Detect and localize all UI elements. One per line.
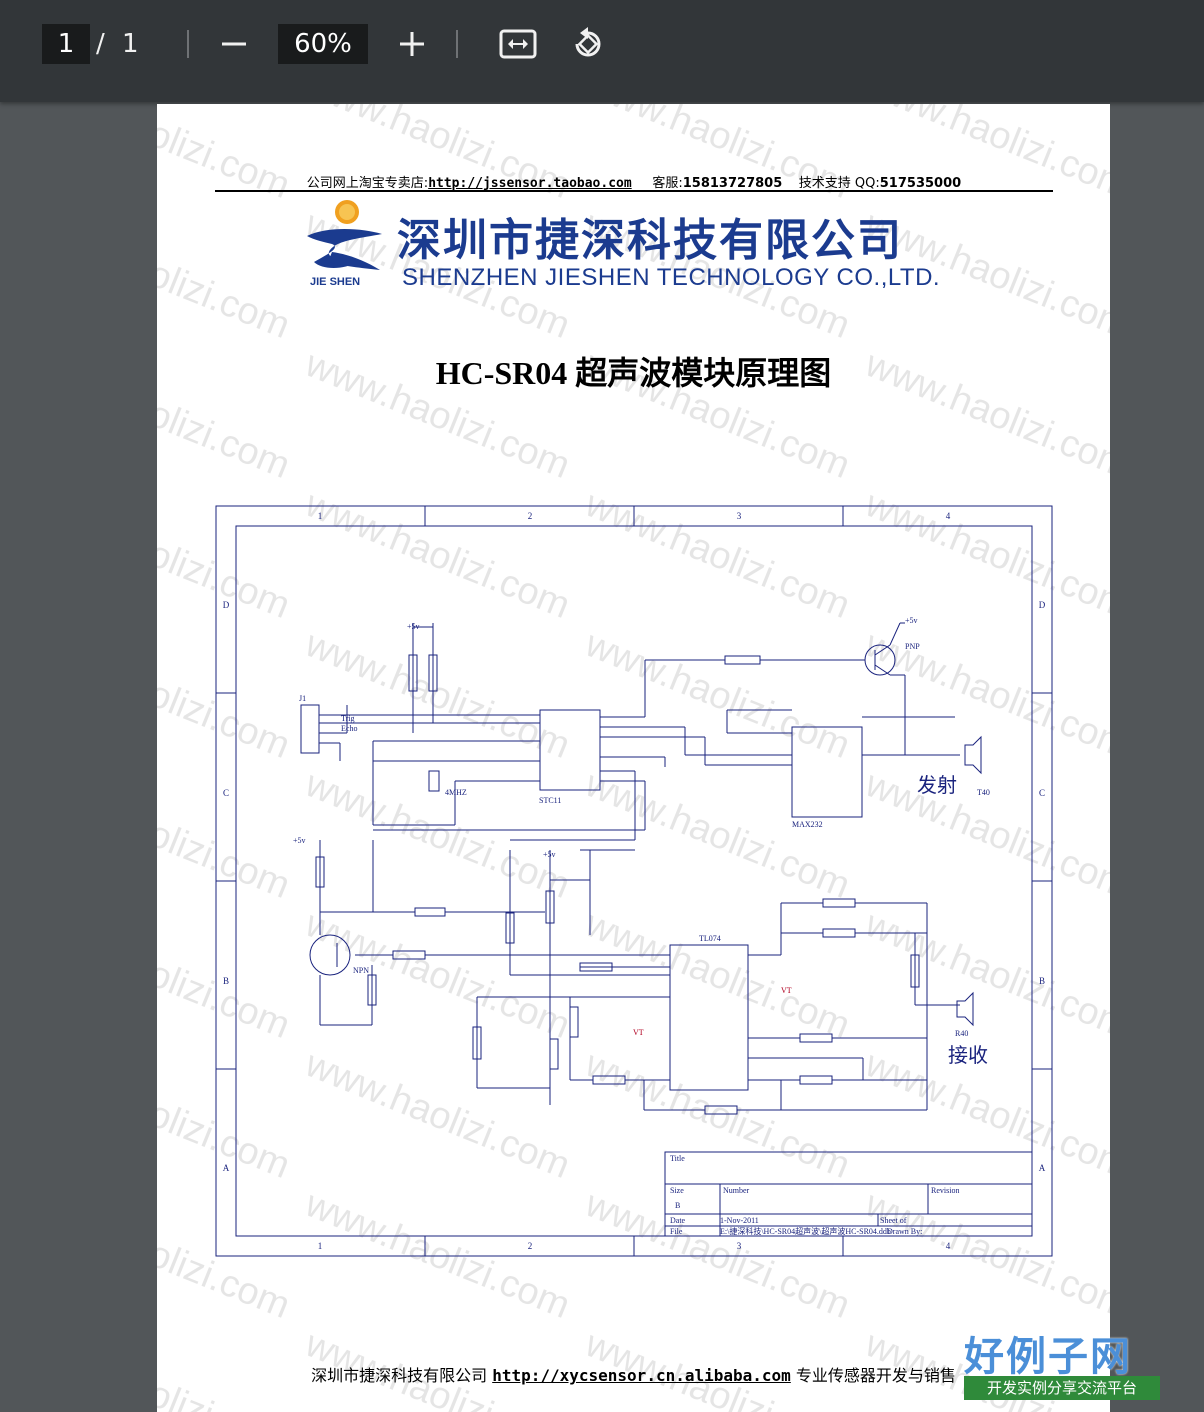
current-page-input[interactable]: 1 bbox=[42, 24, 90, 64]
npn-label: NPN bbox=[353, 966, 369, 975]
total-pages: 1 bbox=[122, 29, 139, 59]
service-phone: 15813727805 bbox=[682, 176, 783, 191]
col-label: 2 bbox=[528, 511, 533, 521]
vt-label: VT bbox=[633, 1028, 644, 1037]
vcc-label: +5v bbox=[293, 836, 306, 845]
receive-label: 接收 bbox=[948, 1044, 988, 1067]
row-label: D bbox=[223, 600, 230, 610]
col-label: 4 bbox=[946, 1241, 951, 1251]
row-label: A bbox=[1039, 1163, 1046, 1173]
crystal-label: 4MHZ bbox=[445, 788, 467, 797]
page-header: 公司网上淘宝专卖店:http://jssensor.taobao.com 客服:… bbox=[215, 172, 1053, 191]
row-label: D bbox=[1039, 600, 1046, 610]
title-block-title-label: Title bbox=[670, 1154, 685, 1163]
support-qq: 517535000 bbox=[879, 176, 962, 191]
rotate-icon bbox=[575, 27, 601, 57]
company-name-cn: 深圳市捷深科技有限公司 bbox=[397, 215, 903, 266]
col-label: 1 bbox=[318, 1241, 323, 1251]
mcu-label: STC11 bbox=[539, 796, 561, 805]
page-footer: 深圳市捷深科技有限公司 http://xycsensor.cn.alibaba.… bbox=[157, 1362, 1110, 1386]
watermark-text: www.haolizi.com bbox=[579, 104, 856, 208]
fit-to-width-button[interactable] bbox=[496, 22, 540, 66]
shop-link[interactable]: http://jssensor.taobao.com bbox=[428, 176, 632, 191]
npn-transistor bbox=[309, 934, 351, 976]
col-label: 4 bbox=[946, 511, 951, 521]
footer-company: 深圳市捷深科技有限公司 bbox=[311, 1366, 488, 1385]
opamp-label: TL074 bbox=[699, 934, 721, 943]
transmit-label: 发射 bbox=[917, 774, 957, 797]
col-label: 2 bbox=[528, 1241, 533, 1251]
col-label: 3 bbox=[737, 511, 742, 521]
schematic-outer-frame bbox=[215, 505, 1053, 1257]
row-label: A bbox=[223, 1163, 230, 1173]
support-label: 技术支持 QQ: bbox=[798, 176, 880, 191]
driver-label: MAX232 bbox=[792, 820, 823, 829]
brand-badge-name: 好例子网 bbox=[964, 1334, 1132, 1380]
footer-link[interactable]: http://xycsensor.cn.alibaba.com bbox=[492, 1366, 791, 1385]
transmitter-speaker bbox=[964, 735, 982, 775]
document-title: HC-SR04 超声波模块原理图 bbox=[435, 355, 832, 391]
echo-label: Echo bbox=[341, 724, 357, 733]
max232-chip bbox=[791, 726, 863, 818]
row-label: C bbox=[1039, 788, 1045, 798]
vcc-label: +5v bbox=[905, 616, 918, 625]
zoom-level-input[interactable]: 60% bbox=[278, 24, 368, 64]
title-block-size-label: Size bbox=[670, 1186, 684, 1195]
title-block-revision-label: Revision bbox=[931, 1186, 959, 1195]
title-block-number-label: Number bbox=[723, 1186, 750, 1195]
fit-to-width-icon bbox=[499, 29, 537, 59]
tl074-chip bbox=[669, 944, 749, 1091]
r40-label: R40 bbox=[955, 1029, 968, 1038]
header-rule bbox=[215, 190, 1053, 192]
vcc-label: +5v bbox=[543, 850, 556, 859]
col-label: 3 bbox=[737, 1241, 742, 1251]
vt-label: VT bbox=[781, 986, 792, 995]
service-label: 客服: bbox=[652, 176, 683, 191]
plus-icon bbox=[400, 32, 424, 56]
title-block-file-value: E:\捷深科技\HC-SR04超声波\超声波HC-SR04.ddb bbox=[720, 1226, 891, 1236]
watermark-text: www.haolizi.com bbox=[859, 104, 1110, 208]
watermark-text: www.haolizi.com bbox=[299, 104, 576, 208]
watermark-text: www.haolizi.com bbox=[157, 202, 296, 348]
footer-slogan: 专业传感器开发与销售 bbox=[795, 1366, 956, 1385]
zoom-out-button[interactable] bbox=[212, 22, 256, 66]
rotate-button[interactable] bbox=[566, 22, 610, 66]
col-label: 1 bbox=[318, 511, 323, 521]
stc11-chip bbox=[539, 709, 601, 791]
watermark-text: www.haolizi.com bbox=[157, 104, 296, 208]
brand-mark-text: JIE SHEN bbox=[310, 276, 361, 288]
row-label: B bbox=[1039, 976, 1045, 986]
toolbar-divider bbox=[187, 30, 189, 58]
page-separator: / bbox=[96, 29, 105, 59]
minus-icon bbox=[222, 42, 246, 46]
pdf-toolbar: 1 / 1 60% bbox=[0, 0, 1204, 102]
row-label: C bbox=[223, 788, 229, 798]
pnp-label: PNP bbox=[905, 642, 920, 651]
j1-label: J1 bbox=[299, 694, 306, 703]
t40-label: T40 bbox=[977, 788, 990, 797]
brand-badge-tagline: 开发实例分享交流平台 bbox=[964, 1376, 1160, 1400]
company-name-en: SHENZHEN JIESHEN TECHNOLOGY CO.,LTD. bbox=[402, 264, 941, 291]
j1-connector bbox=[300, 704, 320, 754]
title-block-size-value: B bbox=[675, 1201, 680, 1210]
title-block-date-value: 1-Nov-2011 bbox=[720, 1216, 759, 1225]
title-block-file-label: File bbox=[670, 1227, 683, 1236]
title-block-sheet-label: Sheet of bbox=[880, 1216, 907, 1225]
company-logo-icon bbox=[307, 200, 382, 270]
title-block-drawn-label: Drawn By: bbox=[887, 1227, 922, 1236]
receiver-speaker bbox=[956, 991, 974, 1027]
brand-badge: 好例子网 开发实例分享交流平台 bbox=[964, 1324, 1160, 1402]
toolbar-divider bbox=[456, 30, 458, 58]
trig-label: Trig bbox=[341, 714, 355, 723]
row-label: B bbox=[223, 976, 229, 986]
zoom-in-button[interactable] bbox=[390, 22, 434, 66]
schematic-inner-frame bbox=[235, 525, 1033, 1237]
title-block bbox=[664, 1151, 1033, 1237]
title-block-date-label: Date bbox=[670, 1216, 686, 1225]
shop-label: 公司网上淘宝专卖店: bbox=[306, 176, 429, 191]
schematic-diagram: 1 2 3 4 1 2 3 4 D C B A D C B A bbox=[215, 505, 1053, 1257]
vcc-label: +5v bbox=[407, 622, 420, 631]
